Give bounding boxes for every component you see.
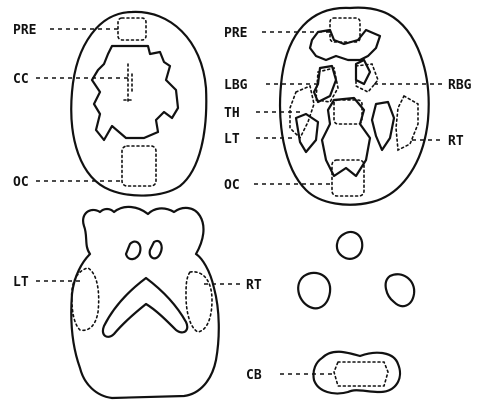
slice-lower-left-outline xyxy=(71,207,219,398)
label-cb: CB xyxy=(246,368,262,383)
label-lt-lower-left: LT xyxy=(13,275,29,290)
roi-cb xyxy=(334,362,388,386)
slice-lower-left: LT RT xyxy=(13,207,262,398)
slice-lower-left-right-eye xyxy=(150,241,162,258)
slice-lower-right-piece-left xyxy=(298,273,330,308)
roi-rt-upper-right xyxy=(396,96,418,150)
slice-lower-right: CB xyxy=(246,232,414,394)
label-rt-upper-right: RT xyxy=(448,134,464,149)
label-oc-upper-left: OC xyxy=(13,175,29,190)
slice-lower-left-left-eye xyxy=(126,242,140,260)
roi-cc-upper-left xyxy=(124,64,132,104)
slice-upper-left-ventricle xyxy=(92,46,178,140)
slice-lower-right-piece-top xyxy=(337,232,362,259)
label-oc-upper-right: OC xyxy=(224,178,240,193)
label-pre-upper-right: PRE xyxy=(224,26,247,41)
label-rbg: RBG xyxy=(448,78,472,93)
slice-upper-right-ventricles xyxy=(310,30,380,60)
label-cc-upper-left: CC xyxy=(13,72,29,87)
label-lbg: LBG xyxy=(224,78,248,93)
label-lt-upper-right: LT xyxy=(224,132,240,147)
label-rt-lower-left: RT xyxy=(246,278,262,293)
roi-oc-upper-right xyxy=(332,160,364,196)
slice-upper-left: PRE CC OC xyxy=(13,12,206,196)
roi-oc-upper-left xyxy=(122,146,156,186)
slice-upper-right-left-lobe xyxy=(296,114,318,152)
label-th: TH xyxy=(224,106,240,121)
slice-lower-right-piece-right xyxy=(386,274,415,306)
slice-lower-left-inner-v xyxy=(103,278,187,337)
label-pre-upper-left: PRE xyxy=(13,23,36,38)
slice-upper-right: PRE LBG RBG TH LT RT OC xyxy=(224,8,472,205)
roi-rt-lower-left xyxy=(186,272,212,332)
roi-lt-upper-right xyxy=(290,86,314,138)
slice-upper-right-right-lobe xyxy=(372,102,394,150)
roi-pre-upper-left xyxy=(118,18,146,40)
slice-lower-right-cerebellum xyxy=(313,352,400,394)
slice-upper-right-right-horn xyxy=(356,60,370,84)
